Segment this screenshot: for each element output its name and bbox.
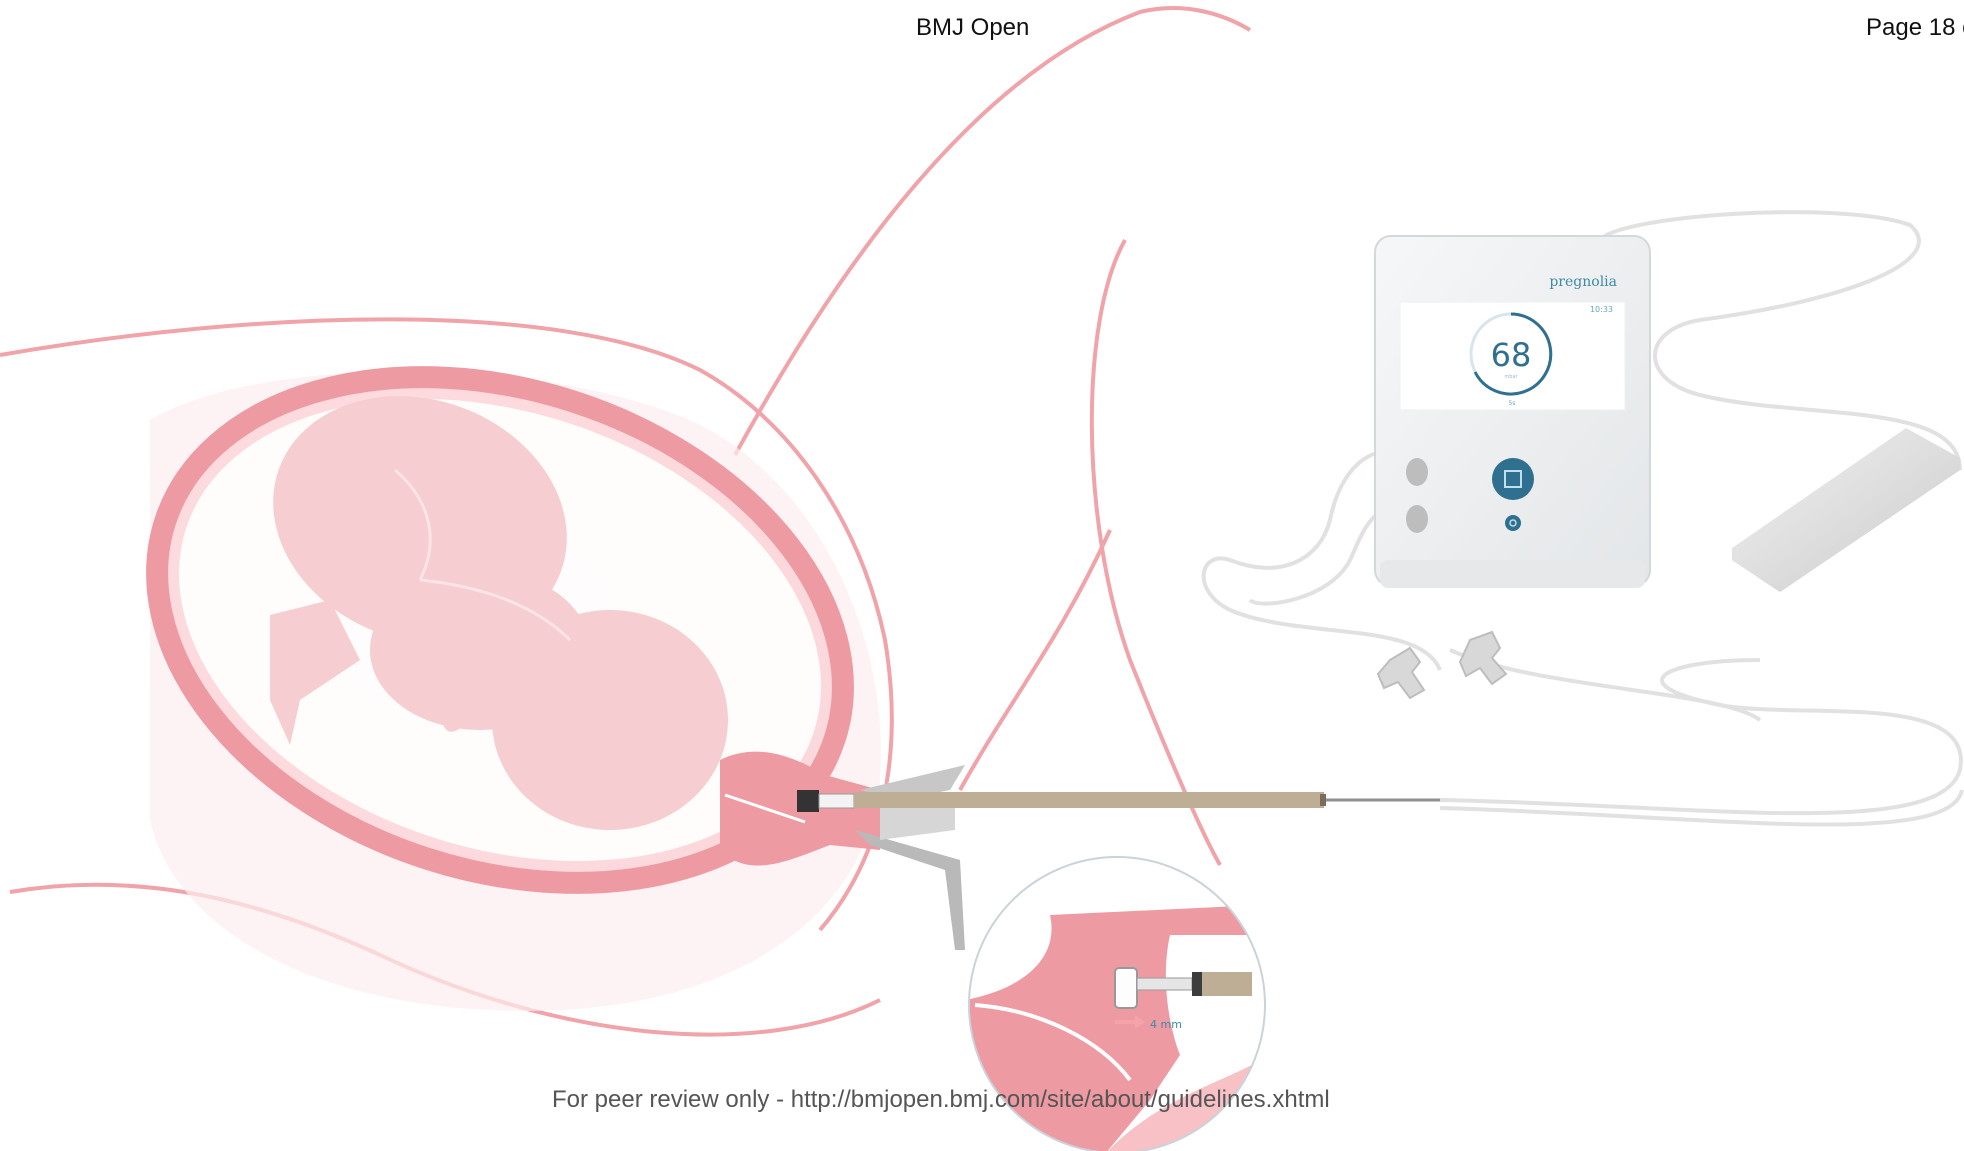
device-brand: pregnolia [1549, 274, 1617, 290]
device-subreading: 5s [1509, 400, 1516, 407]
aspiration-device: pregnolia 10:33 68 mbar 5s [1375, 236, 1650, 588]
device-time: 10:33 [1590, 305, 1613, 314]
device-power-button [1505, 515, 1521, 531]
footer-note: For peer review only - http://bmjopen.bm… [552, 1086, 1330, 1114]
foot-pedal [1732, 428, 1960, 592]
device-reading: 68 [1491, 336, 1532, 374]
inset-measure-label: 4 mm [1150, 1018, 1182, 1031]
device-start-button [1492, 458, 1534, 500]
device-port-2 [1406, 505, 1428, 533]
device-port-1 [1406, 458, 1428, 486]
device-unit: mbar [1504, 374, 1518, 380]
